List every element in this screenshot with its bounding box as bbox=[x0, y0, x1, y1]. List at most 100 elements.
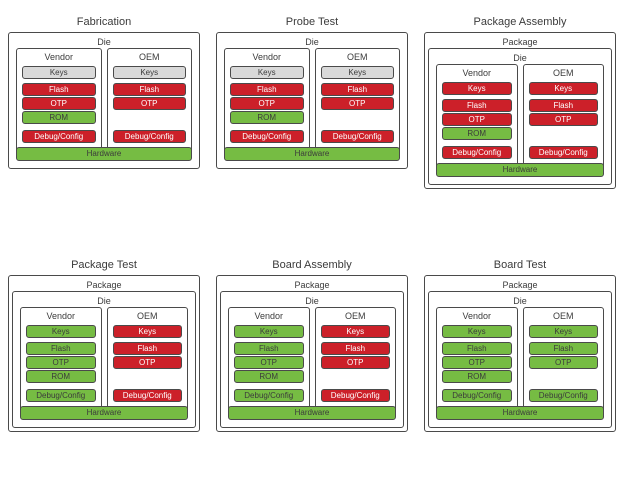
column-label-vendor: Vendor bbox=[462, 68, 492, 78]
hardware-bar[interactable]: Hardware bbox=[436, 163, 604, 177]
chip-group: Keys bbox=[230, 66, 304, 79]
chip-otp[interactable]: OTP bbox=[442, 355, 512, 369]
column-label-oem: OEM bbox=[138, 52, 160, 62]
chip-keys[interactable]: Keys bbox=[320, 66, 394, 79]
panel-title: Package Test bbox=[71, 258, 137, 271]
chip-debug-config[interactable]: Debug/Config bbox=[234, 388, 304, 402]
chip-keys[interactable]: Keys bbox=[528, 82, 598, 95]
chip-keys[interactable]: Keys bbox=[528, 324, 598, 338]
chip-debug-config[interactable]: Debug/Config bbox=[320, 130, 394, 143]
chip-debug-config[interactable]: Debug/Config bbox=[112, 388, 182, 402]
chip-group: Debug/Config bbox=[442, 146, 512, 159]
chip-keys[interactable]: Keys bbox=[442, 324, 512, 338]
chip-group: Keys bbox=[234, 324, 304, 338]
chip-group: Debug/Config bbox=[26, 388, 96, 402]
chip-flash[interactable]: Flash bbox=[528, 99, 598, 112]
chip-otp[interactable]: OTP bbox=[22, 97, 96, 110]
chip-debug-config[interactable]: Debug/Config bbox=[442, 146, 512, 159]
chip-rom[interactable]: ROM bbox=[442, 369, 512, 383]
chip-keys[interactable]: Keys bbox=[112, 66, 186, 79]
chip-debug-config[interactable]: Debug/Config bbox=[112, 130, 186, 143]
chip-otp[interactable]: OTP bbox=[528, 113, 598, 126]
chip-otp[interactable]: OTP bbox=[320, 355, 390, 369]
chip-flash[interactable]: Flash bbox=[22, 83, 96, 96]
chip-group: Debug/Config bbox=[112, 388, 182, 402]
chip-keys[interactable]: Keys bbox=[442, 82, 512, 95]
chip-flash[interactable]: Flash bbox=[320, 83, 394, 96]
hardware-wrap: Hardware bbox=[12, 147, 196, 161]
chip-debug-config[interactable]: Debug/Config bbox=[22, 130, 96, 143]
chip-rom[interactable]: ROM bbox=[26, 369, 96, 383]
chip-flash[interactable]: Flash bbox=[112, 83, 186, 96]
hardware-bar[interactable]: Hardware bbox=[20, 405, 188, 420]
hardware-bar[interactable]: Hardware bbox=[436, 405, 604, 420]
chip-flash[interactable]: Flash bbox=[320, 341, 390, 355]
column-label-oem: OEM bbox=[344, 310, 366, 321]
chip-group: Keys bbox=[320, 324, 390, 338]
chip-group: Debug/Config bbox=[234, 388, 304, 402]
chip-keys[interactable]: Keys bbox=[112, 324, 182, 338]
chip-flash[interactable]: Flash bbox=[442, 341, 512, 355]
chip-debug-config[interactable]: Debug/Config bbox=[320, 388, 390, 402]
die-label: Die bbox=[305, 295, 319, 306]
chip-group: Keys bbox=[22, 66, 96, 79]
chip-otp[interactable]: OTP bbox=[528, 355, 598, 369]
chip-rom[interactable]: ROM bbox=[230, 111, 304, 124]
chip-flash[interactable]: Flash bbox=[442, 99, 512, 112]
chip-group: Debug/Config bbox=[230, 130, 304, 143]
chip-flash[interactable]: Flash bbox=[112, 341, 182, 355]
chip-otp[interactable]: OTP bbox=[26, 355, 96, 369]
chip-group: Keys bbox=[112, 324, 182, 338]
hardware-bar[interactable]: Hardware bbox=[224, 147, 400, 161]
chip-otp[interactable]: OTP bbox=[112, 355, 182, 369]
chip-debug-config[interactable]: Debug/Config bbox=[230, 130, 304, 143]
chip-keys[interactable]: Keys bbox=[22, 66, 96, 79]
hardware-wrap: Hardware bbox=[432, 163, 608, 177]
chip-keys[interactable]: Keys bbox=[26, 324, 96, 338]
chip-rom[interactable]: ROM bbox=[442, 127, 512, 140]
chip-otp[interactable]: OTP bbox=[112, 97, 186, 110]
chip-flash[interactable]: Flash bbox=[26, 341, 96, 355]
chip-group: Keys bbox=[26, 324, 96, 338]
chip-gap bbox=[529, 126, 599, 146]
die-label: Die bbox=[513, 295, 527, 306]
chip-debug-config[interactable]: Debug/Config bbox=[528, 388, 598, 402]
chip-debug-config[interactable]: Debug/Config bbox=[26, 388, 96, 402]
chip-otp[interactable]: OTP bbox=[234, 355, 304, 369]
chip-flash[interactable]: Flash bbox=[230, 83, 304, 96]
chip-gap bbox=[113, 110, 187, 130]
column-label-vendor: Vendor bbox=[252, 52, 282, 62]
chip-keys[interactable]: Keys bbox=[320, 324, 390, 338]
chip-rom[interactable]: ROM bbox=[234, 369, 304, 383]
die-label: Die bbox=[97, 37, 111, 47]
chip-keys[interactable]: Keys bbox=[234, 324, 304, 338]
chip-flash[interactable]: Flash bbox=[234, 341, 304, 355]
hardware-bar[interactable]: Hardware bbox=[228, 405, 396, 420]
chip-debug-config[interactable]: Debug/Config bbox=[528, 146, 598, 159]
chip-otp[interactable]: OTP bbox=[442, 113, 512, 126]
package-label: Package bbox=[294, 279, 330, 290]
chip-otp[interactable]: OTP bbox=[320, 97, 394, 110]
chip-rom[interactable]: ROM bbox=[22, 111, 96, 124]
chip-flash[interactable]: Flash bbox=[528, 341, 598, 355]
chip-otp[interactable]: OTP bbox=[230, 97, 304, 110]
chip-debug-config[interactable]: Debug/Config bbox=[442, 388, 512, 402]
hardware-bar[interactable]: Hardware bbox=[16, 147, 192, 161]
chip-keys[interactable]: Keys bbox=[230, 66, 304, 79]
